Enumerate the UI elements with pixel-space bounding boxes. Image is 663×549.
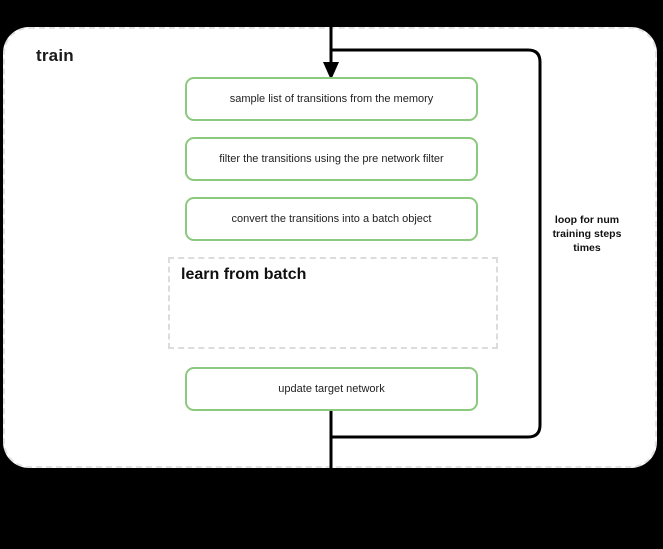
step-box-convert[interactable]: convert the transitions into a batch obj… — [185, 197, 478, 241]
step-box-update-target-network[interactable]: update target network — [185, 367, 478, 411]
step-label: update target network — [278, 382, 385, 395]
step-label: filter the transitions using the pre net… — [219, 152, 444, 165]
page-title: train — [36, 46, 74, 65]
step-label: sample list of transitions from the memo… — [229, 92, 434, 105]
step-label: convert the transitions into a batch obj… — [231, 212, 432, 225]
group-title: learn from batch — [181, 266, 307, 283]
loop-label: loop for num training steps times — [552, 214, 622, 254]
step-box-sample[interactable]: sample list of transitions from the memo… — [185, 77, 478, 121]
step-box-filter[interactable]: filter the transitions using the pre net… — [185, 137, 478, 181]
